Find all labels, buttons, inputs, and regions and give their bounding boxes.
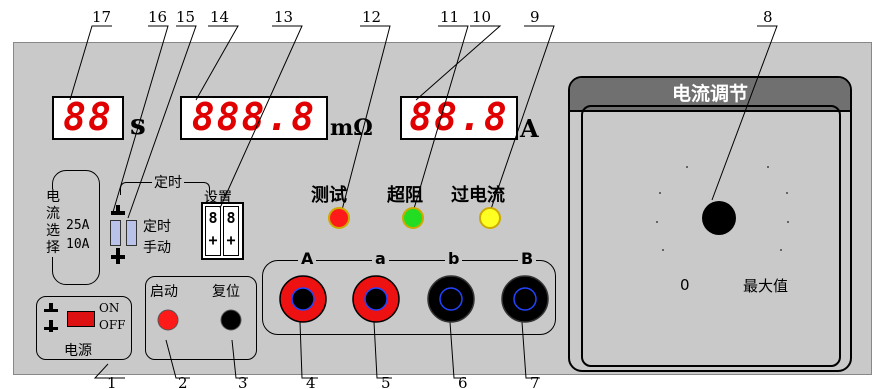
callout-1: 1 [107, 374, 117, 389]
timing-title: 定时 [152, 172, 184, 192]
callout-3: 3 [238, 374, 248, 389]
knob-max-label: 最大值 [743, 277, 789, 295]
current-unit: A [520, 114, 539, 143]
callout-5: 5 [381, 374, 391, 389]
current-display: 88.8 [400, 96, 518, 140]
callout-numbers: 17 16 15 14 13 12 11 10 9 8 1 2 3 4 5 6 … [92, 8, 773, 389]
resistance-display: 888.8 [180, 96, 328, 140]
terminal-jack-A[interactable] [279, 275, 327, 323]
setting-thumbwheel [201, 202, 244, 260]
terminal-jack-b[interactable] [427, 275, 475, 323]
indicator-lamps [328, 207, 501, 229]
reset-button[interactable] [220, 309, 242, 331]
power-on-label: ON [99, 301, 120, 315]
callout-16: 16 [148, 8, 167, 26]
callout-9: 9 [530, 8, 540, 26]
reset-label: 复位 [212, 284, 240, 300]
terminal-label-B: B [518, 249, 537, 268]
current-select-switch[interactable] [110, 220, 121, 246]
power-box [36, 296, 132, 360]
test-indicator-label: 测试 [311, 185, 347, 206]
callout-7: 7 [530, 374, 540, 389]
callout-14: 14 [210, 8, 229, 26]
time-display: 88 [52, 96, 124, 140]
start-reset-box [145, 276, 257, 360]
callout-11: 11 [440, 8, 459, 26]
callout-15: 15 [176, 8, 195, 26]
setting-digit-wheel[interactable]: 8+ [205, 206, 221, 256]
callout-4: 4 [306, 374, 316, 389]
switch-symbols [44, 205, 125, 332]
callout-8: 8 [763, 8, 773, 26]
knob-min-label: 0 [680, 276, 690, 294]
terminal-jack-a[interactable] [352, 275, 400, 323]
terminals-box [262, 260, 556, 335]
timed-mode-label: 定时 [143, 219, 171, 235]
power-label: 电源 [64, 343, 92, 359]
callout-13: 13 [274, 8, 293, 26]
start-label: 启动 [150, 284, 178, 300]
power-off-label: OFF [99, 318, 126, 332]
over-current-lamp [479, 207, 501, 229]
current-25a-label: 25A [66, 218, 90, 233]
callout-2: 2 [178, 374, 188, 389]
terminal-label-A: A [298, 249, 317, 268]
terminal-label-b: b [445, 249, 463, 268]
knob-scale-dots [656, 166, 789, 251]
callout-leaders [69, 25, 778, 379]
current-select-title: 电流选择 [44, 189, 62, 257]
manual-mode-label: 手动 [143, 240, 171, 256]
callout-10: 10 [472, 8, 491, 26]
over-resistance-lamp [402, 207, 424, 229]
terminal-jack-B[interactable] [501, 275, 549, 323]
current-adjust-knob[interactable] [702, 201, 736, 235]
terminal-label-a: a [372, 249, 389, 268]
terminal-jacks [279, 275, 549, 323]
power-switch[interactable] [67, 311, 95, 327]
callout-17: 17 [92, 8, 111, 26]
over-current-indicator-label: 过电流 [451, 185, 505, 206]
current-adjust-inner-frame [581, 105, 841, 367]
start-button[interactable] [157, 309, 179, 331]
test-lamp [328, 207, 350, 229]
callout-6: 6 [458, 374, 468, 389]
setting-digit-wheel[interactable]: 8+ [223, 206, 239, 256]
timing-mode-switch[interactable] [126, 220, 137, 246]
over-resistance-indicator-label: 超阻 [387, 185, 423, 206]
current-10a-label: 10A [66, 237, 90, 252]
callout-12: 12 [362, 8, 381, 26]
